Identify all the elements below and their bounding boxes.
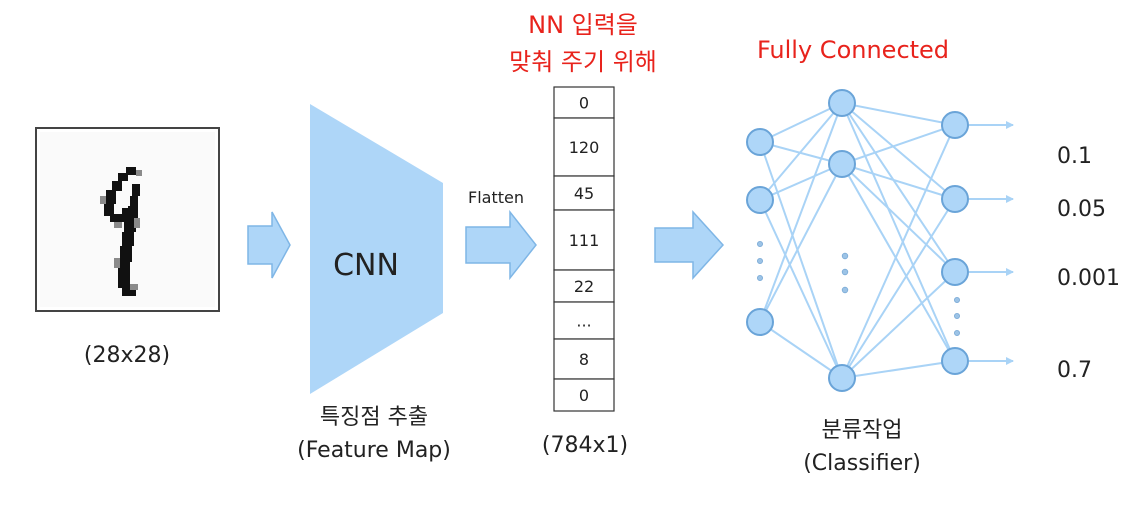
- ellipsis-dot: [757, 274, 764, 281]
- output-value-3: 0.001: [1057, 266, 1120, 291]
- vector-cell: [553, 209, 615, 271]
- network-edge: [841, 271, 956, 379]
- vector-cell: [553, 269, 615, 303]
- network-edge: [759, 163, 843, 323]
- vector-cell-value: 22: [574, 277, 594, 296]
- network-edge: [841, 102, 956, 273]
- network-edge: [841, 102, 956, 200]
- network-edge: [759, 163, 843, 201]
- flatten-arrow: [465, 209, 537, 281]
- output-layer-node: [941, 347, 969, 375]
- network-title: Fully Connected: [757, 36, 949, 64]
- network-edge: [841, 124, 956, 165]
- ellipsis-dot: [841, 252, 849, 260]
- ellipsis-dot: [757, 240, 764, 247]
- hidden-layer-node: [828, 150, 856, 178]
- ellipsis-dot: [954, 329, 961, 336]
- vector-cell: [553, 378, 615, 412]
- hidden-layer-node: [828, 89, 856, 117]
- cnn-caption-korean: 특징점 추출: [320, 405, 428, 430]
- flatten-note-line2: 맞춰 주기 위해: [509, 48, 657, 76]
- output-layer-node: [941, 258, 969, 286]
- vector-cell-value: 0: [579, 94, 589, 113]
- input-layer-node: [746, 186, 774, 214]
- vector-cell: [553, 86, 615, 119]
- classifier-caption-korean: 분류작업: [822, 418, 903, 443]
- flattened-vector: 0 120 45 111 22... 8 0: [553, 86, 615, 412]
- cnn-block: [310, 104, 443, 394]
- output-value-1: 0.1: [1057, 144, 1092, 169]
- vector-cell: [553, 175, 615, 211]
- ellipsis-dot: [954, 312, 961, 319]
- output-value-4: 0.7: [1057, 358, 1092, 383]
- ellipsis-dot: [954, 296, 961, 303]
- network-edge: [759, 102, 843, 323]
- network-edge: [841, 163, 956, 362]
- cnn-label: CNN: [333, 248, 399, 283]
- network-edge: [841, 163, 956, 273]
- fully-connected-network: [746, 89, 1014, 392]
- input-size-caption: (28x28): [84, 343, 170, 368]
- flatten-label: Flatten: [468, 188, 524, 207]
- vector-size-caption: (784x1): [542, 433, 628, 458]
- input-layer-node: [746, 128, 774, 156]
- input-layer-node: [746, 308, 774, 336]
- vector-cell-value: 111: [569, 231, 600, 250]
- vector-cell-value: 0: [579, 386, 589, 405]
- network-edge: [759, 199, 843, 379]
- input-digit-image: [35, 127, 220, 312]
- digit-strokes: [104, 167, 140, 296]
- output-layer-node: [941, 111, 969, 139]
- network-edge: [841, 102, 956, 126]
- network-edge: [841, 163, 956, 200]
- classifier-caption-english: (Classifier): [803, 451, 921, 476]
- vector-cell-value: 8: [579, 350, 589, 369]
- ellipsis-dot: [841, 268, 849, 276]
- network-edge: [759, 141, 843, 379]
- cnn-caption-feature-map: (Feature Map): [297, 438, 451, 463]
- network-edge: [759, 321, 843, 379]
- arrow-to-cnn: [247, 211, 291, 279]
- network-edge: [759, 102, 843, 201]
- network-edge: [841, 198, 956, 379]
- output-layer-node: [941, 185, 969, 213]
- vector-cell-value: 120: [569, 138, 600, 157]
- vector-cell: [553, 338, 615, 380]
- arrow-to-network: [654, 210, 725, 280]
- ellipsis-dot: [841, 286, 849, 294]
- vector-cell: [553, 117, 615, 177]
- network-edge: [841, 124, 956, 379]
- network-edge: [759, 102, 843, 143]
- network-edge: [841, 360, 956, 379]
- flatten-note-line1: NN 입력을: [528, 11, 638, 39]
- vector-cell-value: 45: [574, 184, 594, 203]
- hidden-layer-node: [828, 364, 856, 392]
- vector-cell-value: ...: [576, 312, 591, 331]
- ellipsis-dot: [757, 257, 764, 264]
- network-edge: [841, 102, 956, 362]
- output-value-2: 0.05: [1057, 197, 1106, 222]
